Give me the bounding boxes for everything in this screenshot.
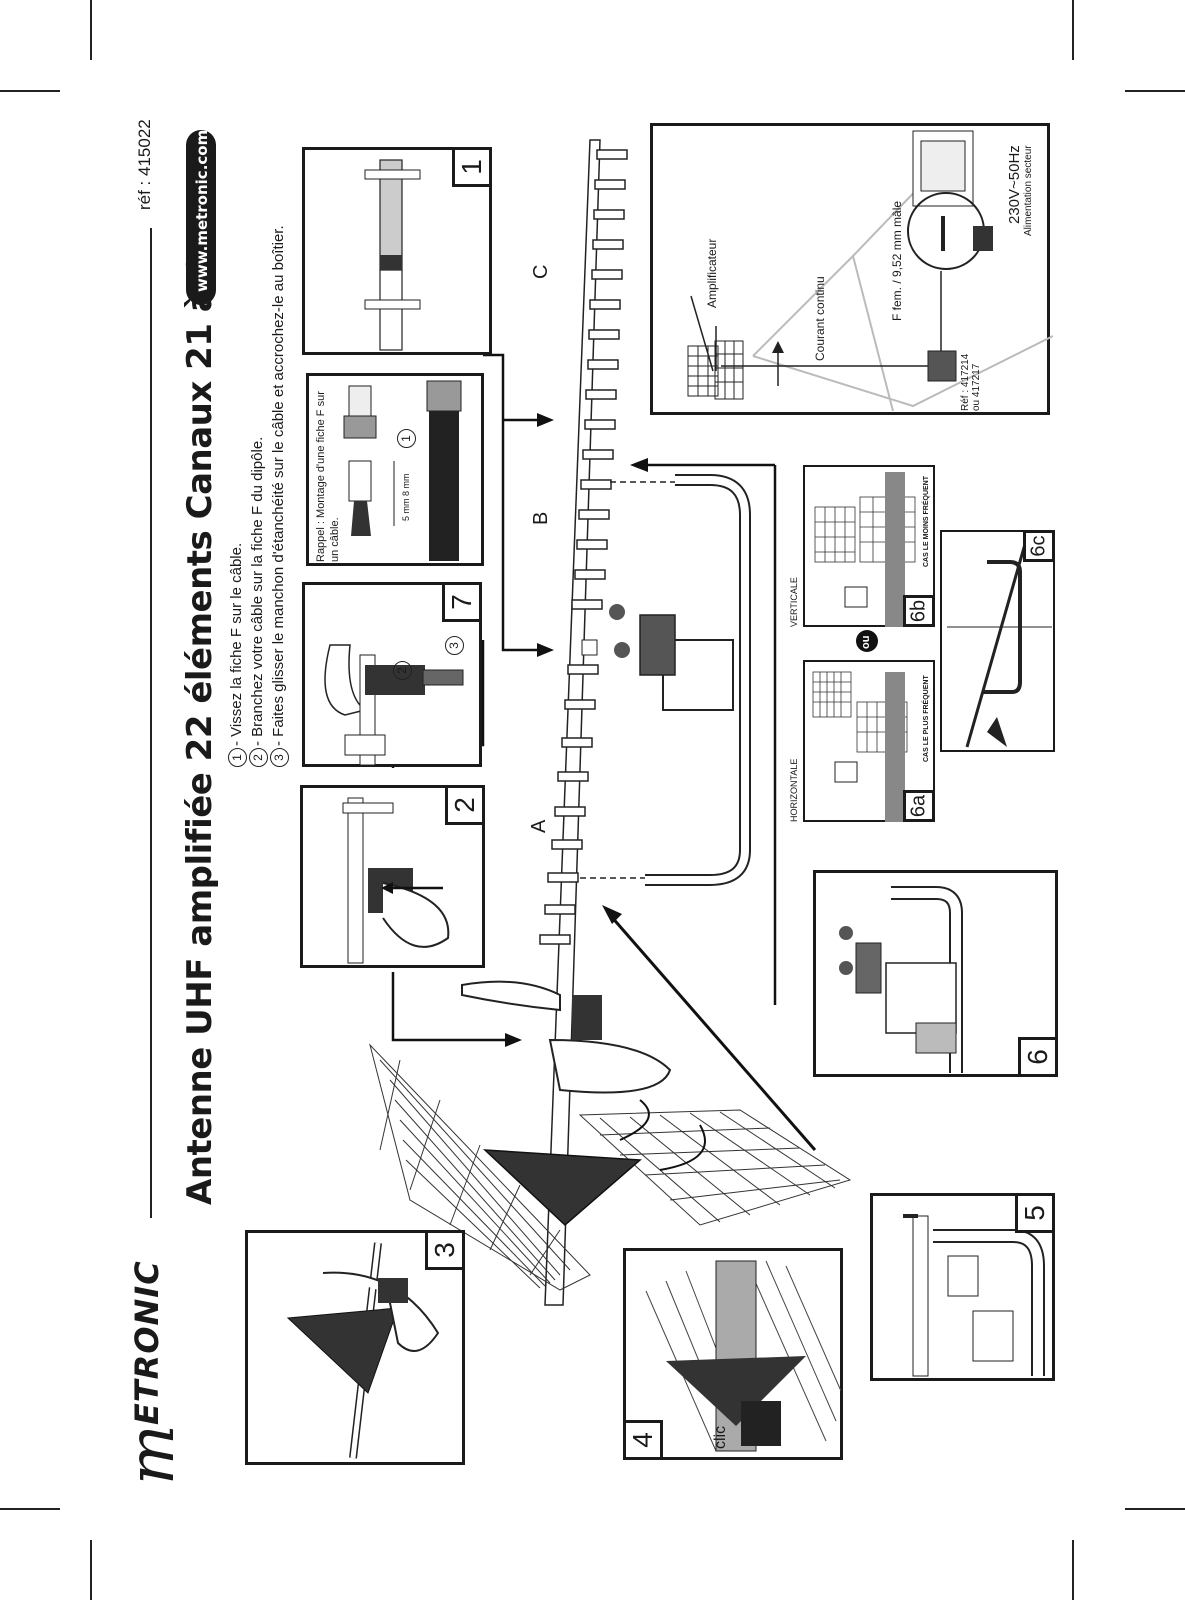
rappel-measure: 5 mm 8 mm xyxy=(401,473,411,521)
horizontal-case-label: CAS LE PLUS FRÉQUENT xyxy=(923,675,930,762)
horizontal-label: HORIZONTALE xyxy=(789,758,799,822)
power-label: Alimentation secteur xyxy=(1023,145,1034,236)
vertical-polarization-illustration xyxy=(814,472,916,627)
amplifier-label: Amplificateur xyxy=(705,238,719,308)
crop-mark xyxy=(0,90,60,92)
website-badge: www.metronic.com xyxy=(186,130,216,305)
step-5-number: 5 xyxy=(1015,1193,1055,1233)
step-7-panel: 2 3 7 xyxy=(302,582,482,767)
step-2-panel: 2 xyxy=(300,785,485,968)
crop-mark xyxy=(1072,0,1074,60)
horizontal-polarization-illustration xyxy=(812,671,908,822)
step-7-mark-3: 3 xyxy=(445,634,464,655)
step-6c-number: 6c xyxy=(1023,530,1055,562)
crop-mark xyxy=(1072,1540,1074,1600)
clic-label: clic xyxy=(712,1425,729,1449)
current-label: Courant continu xyxy=(813,276,827,361)
step-6b-panel: VERTICALE CAS LE MOINS FRÉQUENT 6b xyxy=(789,465,935,627)
crop-mark xyxy=(0,1508,60,1510)
or-badge: ou xyxy=(856,630,878,652)
step-number-text: 6b xyxy=(907,599,930,623)
crop-mark xyxy=(1125,90,1185,92)
step-5-panel: 5 xyxy=(870,1193,1055,1381)
voltage-label: 230V~50Hz xyxy=(1006,145,1023,224)
step-6b-number: 6b xyxy=(903,595,935,627)
step-7-mark-2: 2 xyxy=(393,659,412,680)
step-1-panel: 1 xyxy=(302,147,492,355)
step-2-number: 2 xyxy=(445,785,485,825)
step-number-text: 5 xyxy=(1019,1205,1050,1221)
step-number-text: 3 xyxy=(429,1242,460,1258)
ref-line-2: ou 417217 xyxy=(971,363,982,411)
step-6-panel: 6 xyxy=(813,870,1058,1077)
step-circle: 2 xyxy=(393,661,412,680)
step-1-illustration xyxy=(364,159,421,351)
step-number-text: 7 xyxy=(446,594,477,610)
crop-mark xyxy=(90,1540,92,1600)
installation-panel: Amplificateur Courant continu F fem. / 9… xyxy=(650,123,1053,415)
step-4-illustration xyxy=(645,1260,842,1452)
step-4-number: 4 xyxy=(623,1420,663,1460)
step-6c-panel: 6c xyxy=(940,530,1055,752)
vertical-case-label: CAS LE MOINS FRÉQUENT xyxy=(923,475,930,567)
step-4-panel: clic 4 xyxy=(623,1248,843,1460)
rappel-step: 1 xyxy=(397,427,416,448)
step-2-illustration xyxy=(342,797,450,964)
step-number-text: 6 xyxy=(1022,1049,1053,1065)
coax-connector-illustration xyxy=(343,380,462,561)
step-number-text: 4 xyxy=(627,1432,658,1448)
step-7-illustration xyxy=(324,644,464,766)
step-6c-illustration xyxy=(947,536,1052,748)
step-5-illustration xyxy=(903,1214,1045,1377)
section-c-label: C xyxy=(530,264,552,279)
step-circle: 1 xyxy=(397,429,416,448)
installation-illustration xyxy=(687,130,1053,412)
plug-label: F fem. / 9,52 mm mâle xyxy=(890,200,904,321)
step-3-panel: 3 xyxy=(245,1230,465,1465)
section-b-label: B xyxy=(530,511,552,525)
section-a-label: A xyxy=(528,819,550,833)
step-6a-panel: HORIZONTALE CAS LE PLUS FRÉQUENT 6a xyxy=(789,660,935,822)
step-number-text: 1 xyxy=(456,159,487,175)
step-6-number: 6 xyxy=(1018,1037,1058,1077)
crop-mark xyxy=(1125,1508,1185,1510)
crop-mark xyxy=(90,0,92,60)
step-6a-number: 6a xyxy=(903,790,935,822)
header-rule xyxy=(150,228,152,1218)
step-6-illustration xyxy=(839,886,963,1073)
step-3-number: 3 xyxy=(425,1230,465,1270)
step-circle: 3 xyxy=(445,636,464,655)
ref-line-1: Réf : 417214 xyxy=(960,353,971,411)
or-text: ou xyxy=(860,635,872,649)
vertical-label: VERTICALE xyxy=(789,577,799,627)
rappel-panel: Rappel : Montage d'une fiche F sur un câ… xyxy=(306,373,484,566)
step-7-number: 7 xyxy=(442,582,482,622)
step-1-number: 1 xyxy=(452,147,492,187)
step-number-text: 2 xyxy=(449,797,480,813)
step-number-text: 6c xyxy=(1027,535,1050,557)
step-3-illustration xyxy=(286,1242,440,1459)
step-number-text: 6a xyxy=(907,794,930,818)
